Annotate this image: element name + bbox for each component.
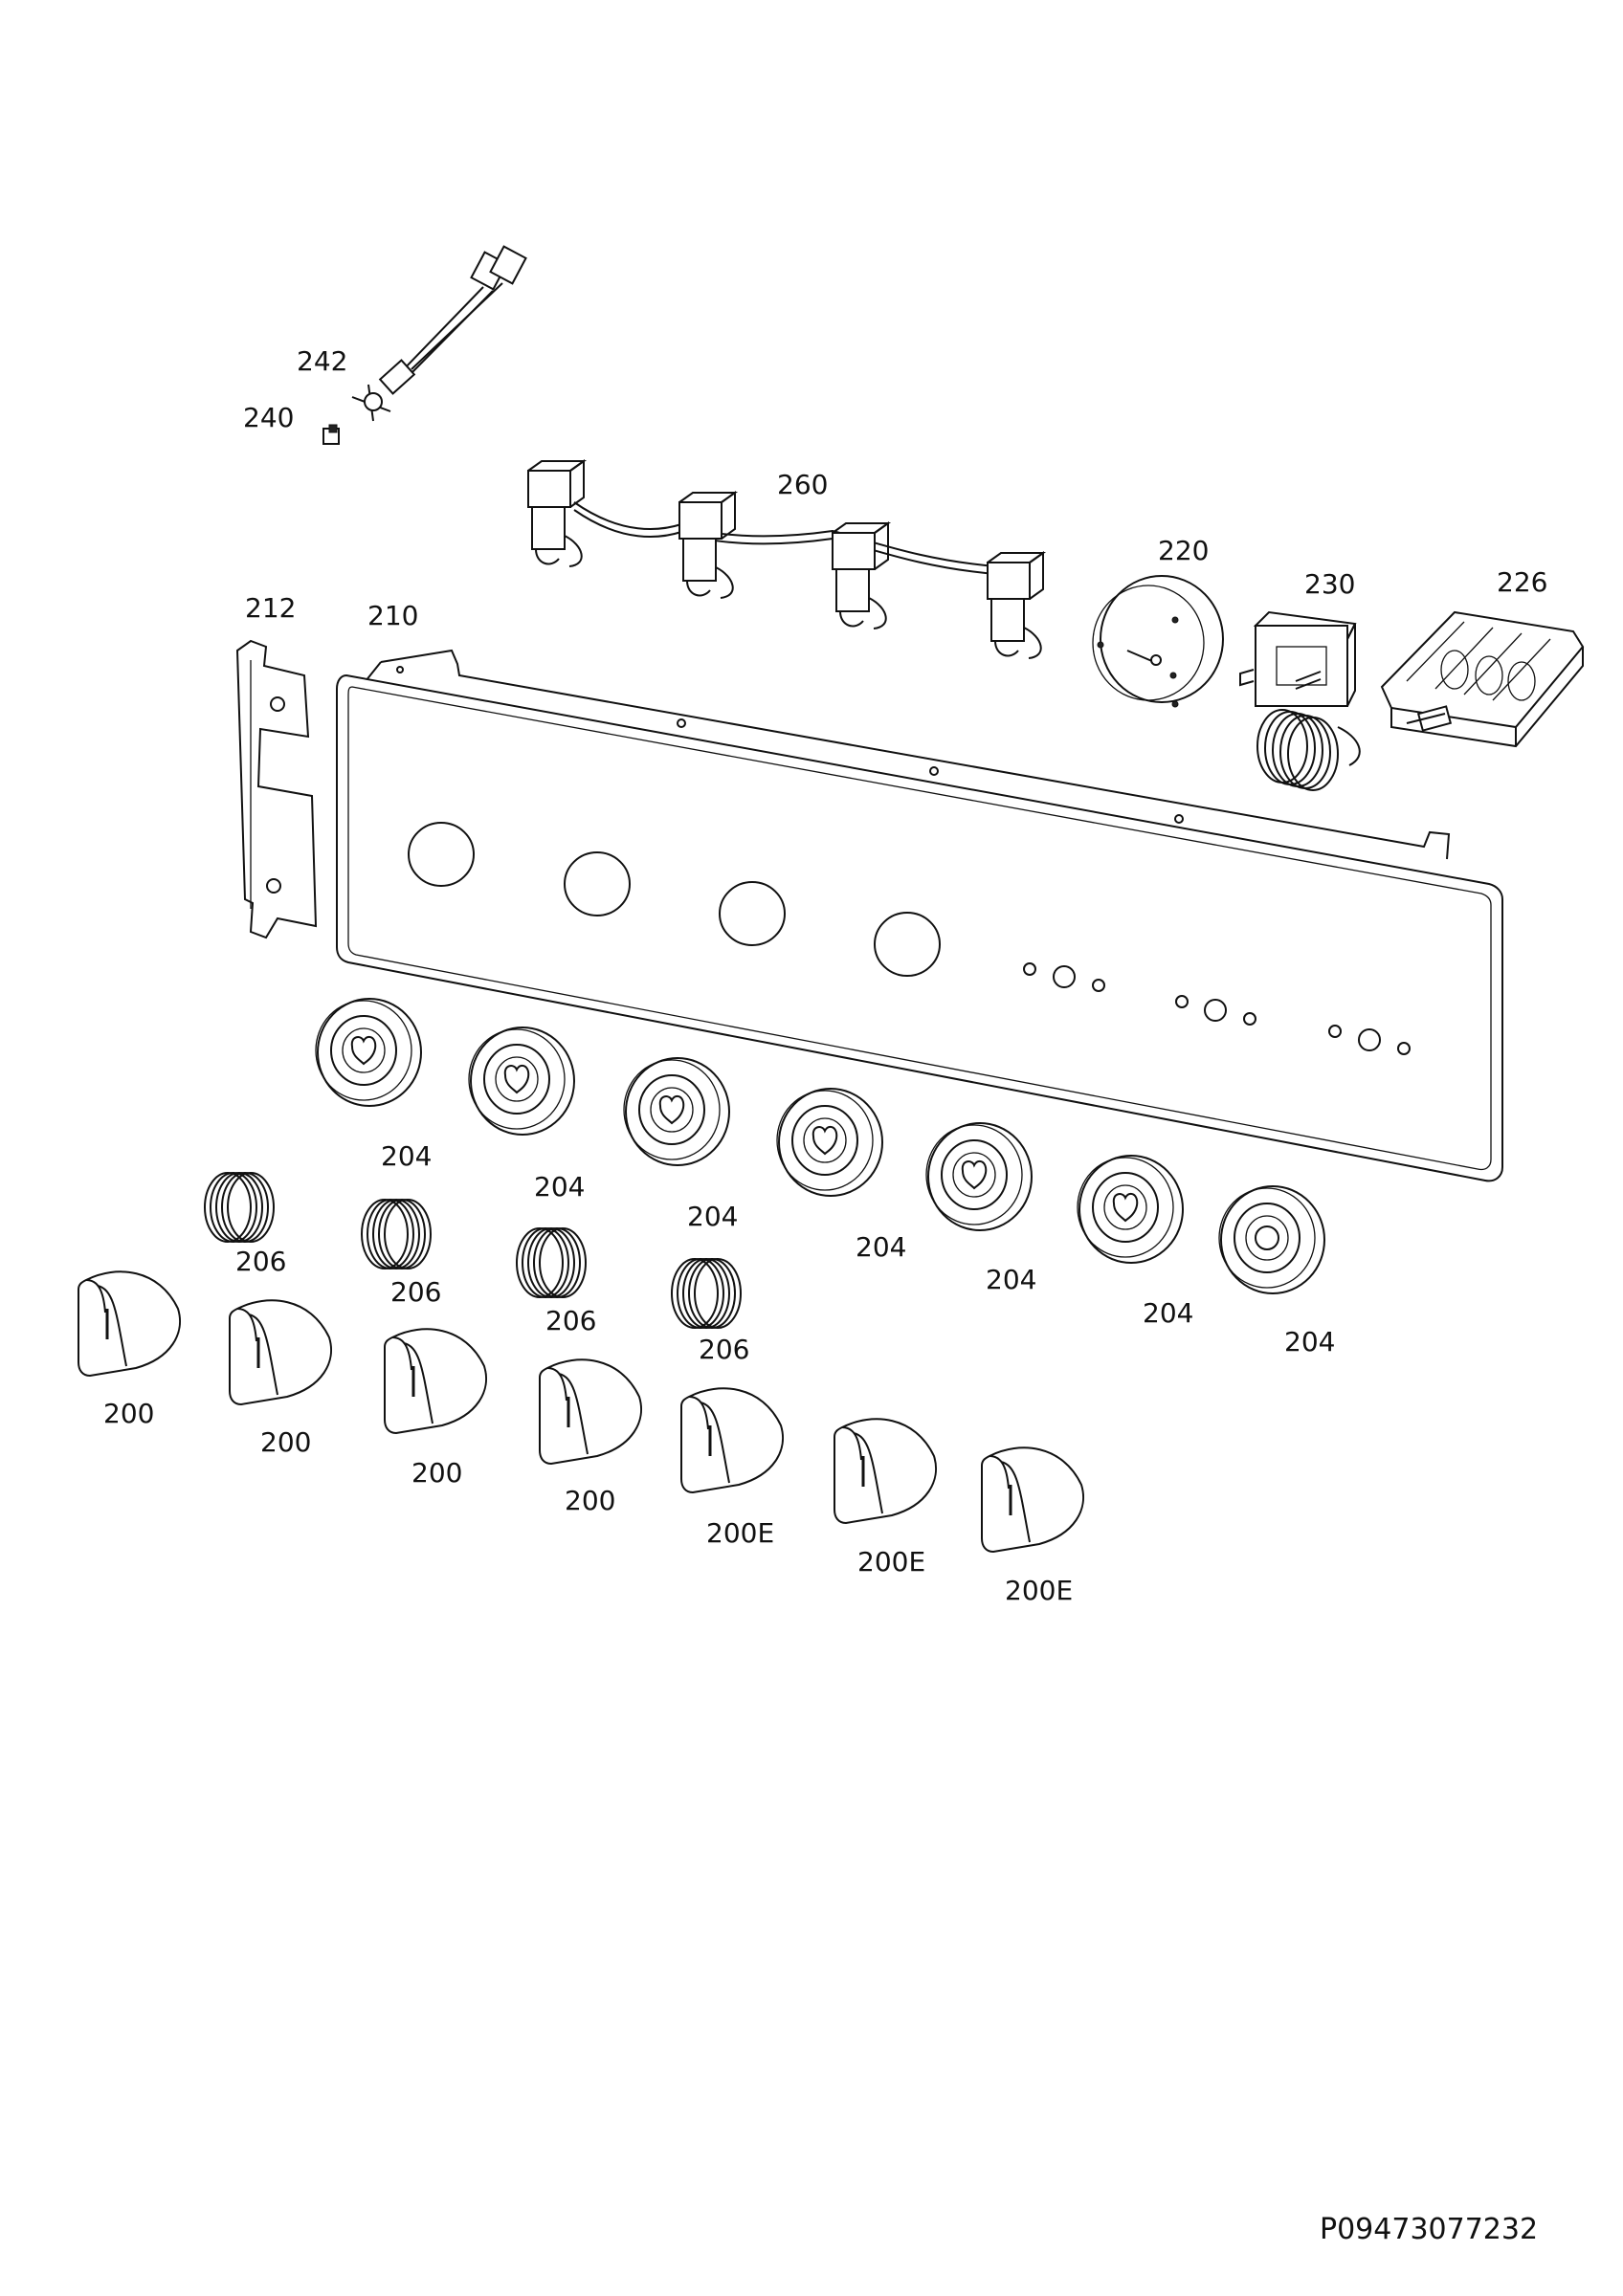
- label-204-1: 204: [381, 1140, 432, 1172]
- knob-200E-3: [981, 1446, 1084, 1554]
- label-212: 212: [245, 592, 296, 624]
- bezel-204-2: [468, 1027, 575, 1136]
- spring-206-4: [671, 1258, 742, 1329]
- bezel-204-6: [1077, 1155, 1184, 1264]
- label-204-6: 204: [1143, 1297, 1193, 1329]
- knob-200-3: [384, 1328, 487, 1435]
- part-230-thermostat: [1239, 610, 1361, 791]
- label-206-4: 206: [699, 1334, 749, 1365]
- label-260: 260: [777, 469, 828, 500]
- part-242-cable-connector: [351, 245, 527, 422]
- label-240: 240: [243, 402, 294, 433]
- label-200E-1: 200E: [706, 1517, 774, 1549]
- label-206-2: 206: [390, 1276, 441, 1308]
- knob-200E-1: [680, 1387, 784, 1494]
- spring-206-3: [516, 1227, 587, 1298]
- bezel-204-5: [925, 1122, 1033, 1231]
- knob-200-2: [229, 1299, 332, 1406]
- part-212-side-bracket: [235, 639, 318, 939]
- part-260-igniter-harness: [527, 459, 1047, 659]
- part-240-clip: [322, 424, 340, 445]
- part-220-timer: [1092, 575, 1224, 708]
- label-204-3: 204: [687, 1201, 738, 1232]
- label-204-2: 204: [534, 1171, 585, 1203]
- label-206-3: 206: [545, 1305, 596, 1336]
- bezel-204-1: [315, 998, 422, 1107]
- label-204-4: 204: [856, 1231, 906, 1263]
- spring-206-2: [361, 1199, 432, 1269]
- label-226: 226: [1497, 566, 1547, 598]
- drawing-reference-code: P09473077232: [1320, 2213, 1538, 2246]
- spring-206-1: [204, 1172, 275, 1243]
- bezel-204-3: [623, 1057, 730, 1166]
- knob-200-1: [78, 1270, 181, 1378]
- label-200-2: 200: [260, 1426, 311, 1458]
- label-200E-2: 200E: [857, 1546, 925, 1578]
- part-226-selector-switch: [1380, 610, 1585, 748]
- knob-200E-2: [834, 1418, 937, 1525]
- label-200E-3: 200E: [1005, 1575, 1073, 1606]
- label-200-1: 200: [103, 1398, 154, 1429]
- part-210-control-panel: [336, 649, 1503, 1182]
- label-200-3: 200: [411, 1457, 462, 1489]
- label-200-4: 200: [565, 1485, 615, 1516]
- label-242: 242: [297, 345, 347, 377]
- bezel-204-7: [1218, 1185, 1325, 1294]
- knob-200-4: [539, 1358, 642, 1466]
- label-220: 220: [1158, 535, 1209, 566]
- label-206-1: 206: [235, 1246, 286, 1277]
- label-204-5: 204: [986, 1264, 1036, 1295]
- bezel-204-4: [776, 1088, 883, 1197]
- label-210: 210: [367, 600, 418, 631]
- label-230: 230: [1304, 568, 1355, 600]
- label-204-7: 204: [1284, 1326, 1335, 1358]
